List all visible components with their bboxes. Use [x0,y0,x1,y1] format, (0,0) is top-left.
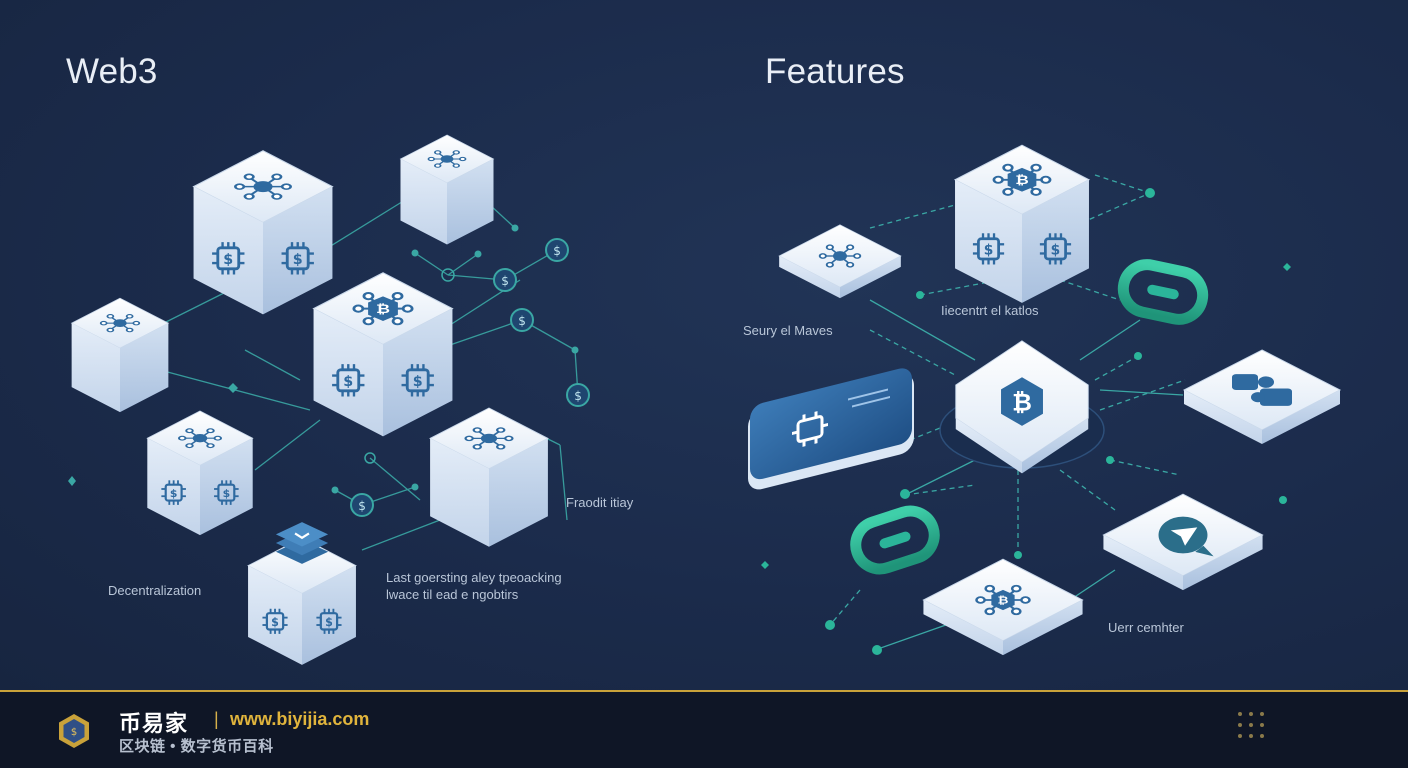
svg-text:$: $ [553,244,561,258]
svg-text:$: $ [501,274,509,288]
caption-fractional: Fraodit itiay [566,495,634,510]
web3-features-illustration: $ ₿ [68,134,1341,666]
right-connection-lines [829,174,1186,626]
cube-stack-bottom [247,522,357,666]
svg-text:$: $ [71,727,77,738]
brand-tagline: 区块链 • 数字货币百科 [119,738,274,755]
svg-text:$: $ [518,314,526,328]
heading-features: Features [765,52,905,91]
website-link[interactable]: www.biyijia.com [230,709,370,729]
footer-bar: $ 币易家 | www.biyijia.com 区块链 • 数字货币百科 [0,690,1408,768]
cube-network-right [429,407,549,548]
cube-network-large [192,150,334,315]
platform-bitcoin-center [939,340,1105,474]
brand-name: 币易家 [119,711,189,736]
right-nodes [761,188,1291,655]
tile-network [778,224,902,299]
cube-chip-lower-left [146,410,254,536]
heading-web3: Web3 [66,52,158,91]
cube-network-left [71,297,169,413]
caption-decentralization: Decentralization [108,583,202,598]
illustration-stage: $ ₿ [0,0,1408,690]
chain-link-icon-top [1117,259,1209,325]
caption-decentral-labs: Iiecentrt el katlos [941,303,1039,318]
cube-bitcoin-top [954,144,1090,304]
left-nodes [68,224,579,494]
svg-text:$: $ [358,499,366,513]
cube-bitcoin-center [312,272,454,437]
svg-text:$: $ [574,389,582,403]
caption-fast-processing-line2: lwace til ead e ngobtirs [386,587,519,602]
phone-device-icon [748,368,914,490]
decorative-dots-icon [1238,712,1264,738]
caption-user-center: Uerr cemhter [1108,620,1184,635]
caption-security: Seury el Maves [743,323,833,338]
tile-puzzle [1183,349,1341,445]
brand-separator: | [214,709,219,729]
caption-fast-processing-line1: Last goersting aley tpeoacking [386,570,562,585]
left-coin-badges: $ $ $ $ $ [350,238,590,517]
cube-network-small [400,134,494,245]
right-solid-lines [869,299,1184,651]
chain-link-icon-bottom [850,505,940,575]
biyijia-logo-icon: $ [59,714,89,748]
tile-bitcoin-bottom [922,558,1084,656]
tile-chat [1102,493,1264,591]
